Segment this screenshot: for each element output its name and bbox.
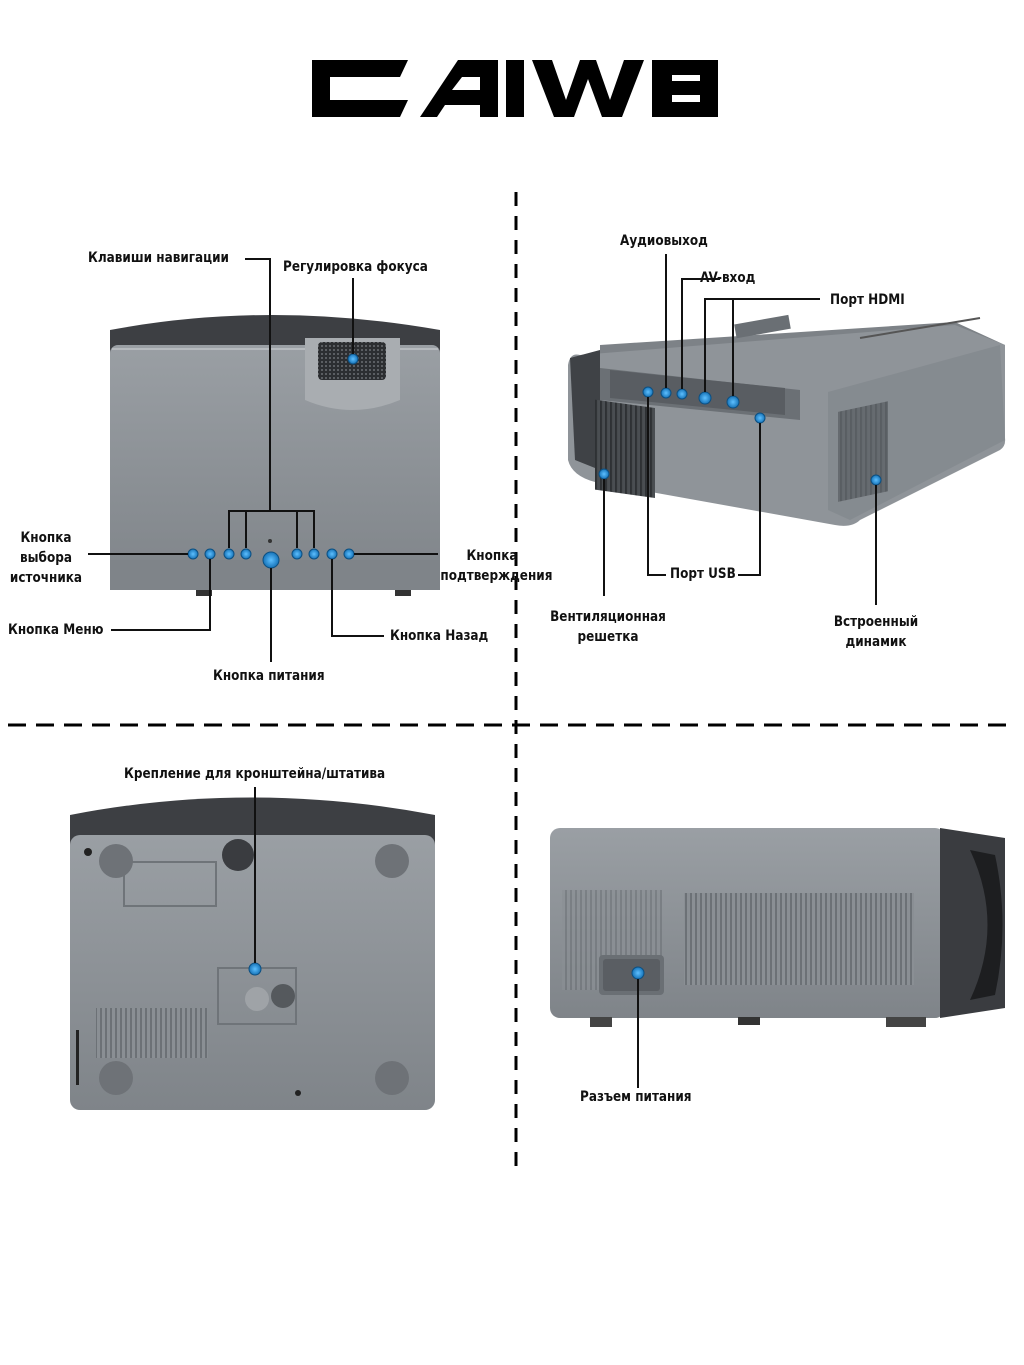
power-button-dot — [262, 551, 280, 569]
label-confirm-button: Кнопка подтверждения — [440, 548, 553, 584]
projector-side-view — [550, 828, 1005, 1027]
vent-dot — [598, 468, 610, 480]
label-focus: Регулировка фокуса — [283, 259, 428, 275]
hdmi-port-dot — [698, 391, 712, 405]
speaker-dot — [870, 474, 882, 486]
menu-button-dot — [204, 548, 216, 560]
front-buttons — [187, 353, 359, 569]
focus-dot — [347, 353, 359, 365]
source-button-dot — [187, 548, 199, 560]
mount-dot — [248, 962, 262, 976]
projector-bottom-view — [70, 797, 435, 1110]
nav-key-dot — [308, 548, 320, 560]
label-back-button: Кнопка Назад — [390, 628, 489, 644]
hdmi-port-dot — [726, 395, 740, 409]
power-jack-dot — [631, 966, 645, 980]
label-speaker: Встроенный динамик — [833, 614, 919, 650]
front-leader-lines — [88, 258, 438, 662]
usb-port-dot — [754, 412, 766, 424]
label-audio-out: Аудиовыход — [620, 233, 708, 249]
nav-key-dot — [291, 548, 303, 560]
label-av-in: AV-вход — [700, 270, 756, 286]
label-mount: Крепление для кронштейна/штатива — [124, 766, 386, 782]
confirm-button-dot — [343, 548, 355, 560]
projector-front-view — [110, 315, 440, 596]
label-power-button: Кнопка питания — [213, 668, 325, 684]
label-nav-keys: Клавиши навигации — [88, 250, 229, 266]
label-menu-button: Кнопка Меню — [8, 622, 104, 638]
label-power-jack: Разъем питания — [580, 1089, 692, 1105]
usb-port-dot — [642, 386, 654, 398]
label-hdmi: Порт HDMI — [830, 292, 905, 308]
label-usb: Порт USB — [670, 566, 736, 582]
nav-key-dot — [223, 548, 235, 560]
label-vent: Вентиляционная решетка — [550, 609, 666, 645]
projector-ports-view — [568, 314, 1006, 526]
back-button-dot — [326, 548, 338, 560]
nav-key-dot — [240, 548, 252, 560]
av-in-dot — [676, 388, 688, 400]
audio-out-dot — [660, 387, 672, 399]
brand-logo — [312, 60, 718, 117]
label-source-button: Кнопка выбора источника — [9, 530, 83, 586]
ports-leader-lines — [603, 254, 877, 605]
